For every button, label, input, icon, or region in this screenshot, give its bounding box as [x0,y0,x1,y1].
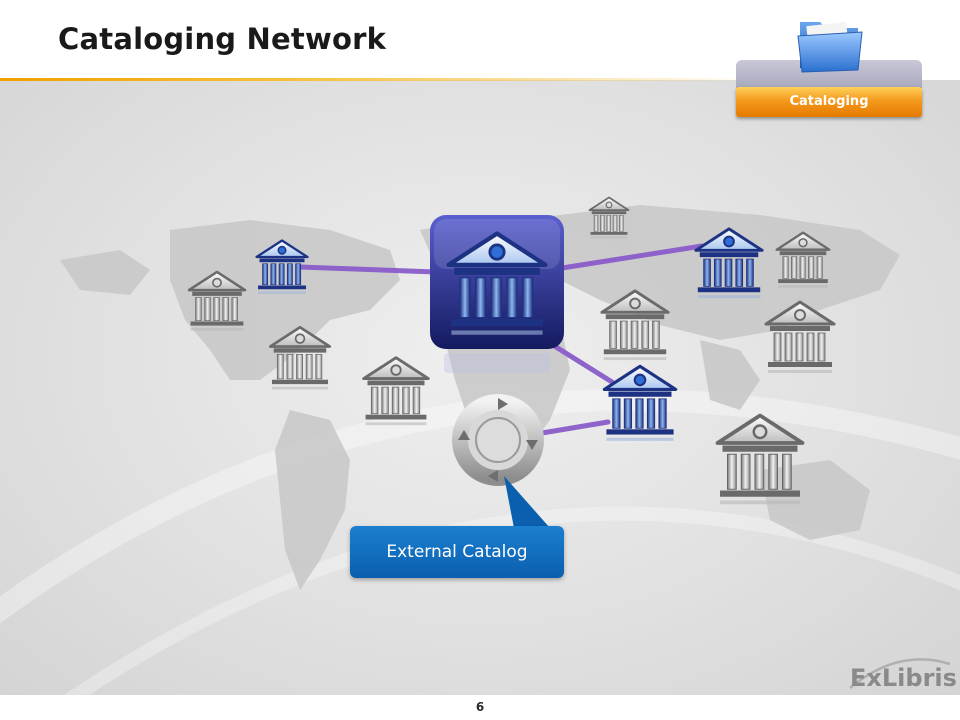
library-building-icon [268,325,332,391]
library-building-icon [187,270,247,332]
library-building-icon [600,289,670,362]
hub-library-icon [430,215,564,373]
folder-icon [797,22,863,73]
library-building-icon [775,231,831,289]
library-building-icon [255,239,309,295]
library-building-icon [694,227,764,300]
page-title: Cataloging Network [58,22,387,56]
footer [0,695,960,720]
library-building-icon [715,413,805,507]
header-rule [0,78,760,81]
library-building-icon [764,300,836,375]
library-building-icon [362,356,430,427]
page-number: 6 [475,700,485,714]
library-building-icon [602,364,678,443]
exlibris-logo: ExLibris [849,658,956,692]
section-tab-label: Cataloging [736,87,922,117]
external-catalog-callout: External Catalog [350,526,564,578]
library-building-icon [588,196,630,240]
sync-cycle-icon [452,394,550,528]
world-map-background [0,80,960,695]
svg-text:ExLibris: ExLibris [850,664,956,692]
